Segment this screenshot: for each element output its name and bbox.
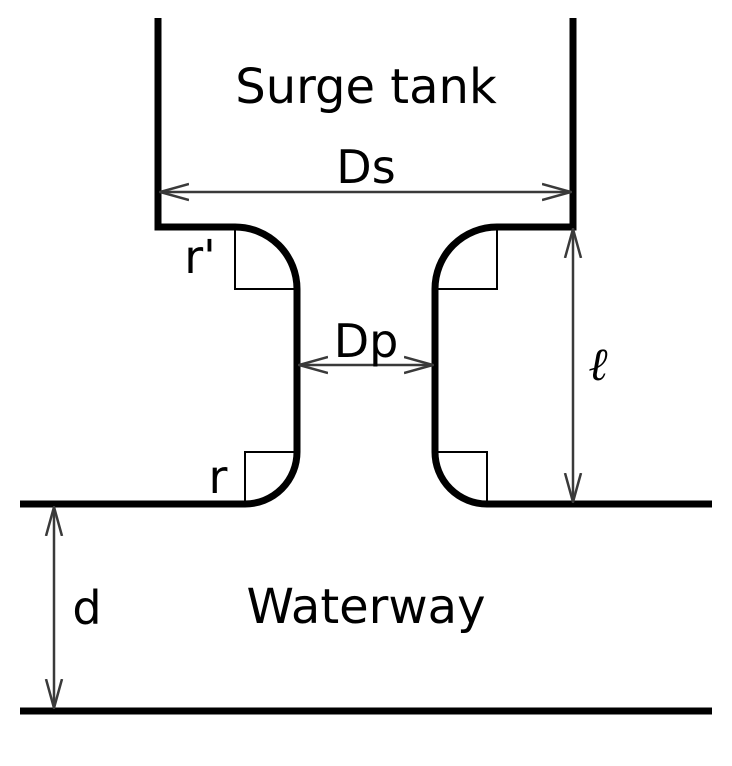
dp-label: Dp	[334, 314, 399, 368]
r-prime-label: r'	[184, 230, 216, 284]
r-label: r	[209, 450, 228, 504]
radius-square-top-right	[435, 227, 498, 290]
waterway-label: Waterway	[247, 579, 486, 635]
radius-square-bottom-left	[244, 451, 297, 504]
d-label: d	[72, 581, 101, 635]
radius-square-top-left	[234, 227, 297, 290]
radius-square-bottom-right	[435, 451, 488, 504]
surge-tank-label: Surge tank	[235, 59, 497, 115]
ds-label: Ds	[336, 140, 395, 194]
ell-label: ℓ	[588, 337, 608, 391]
